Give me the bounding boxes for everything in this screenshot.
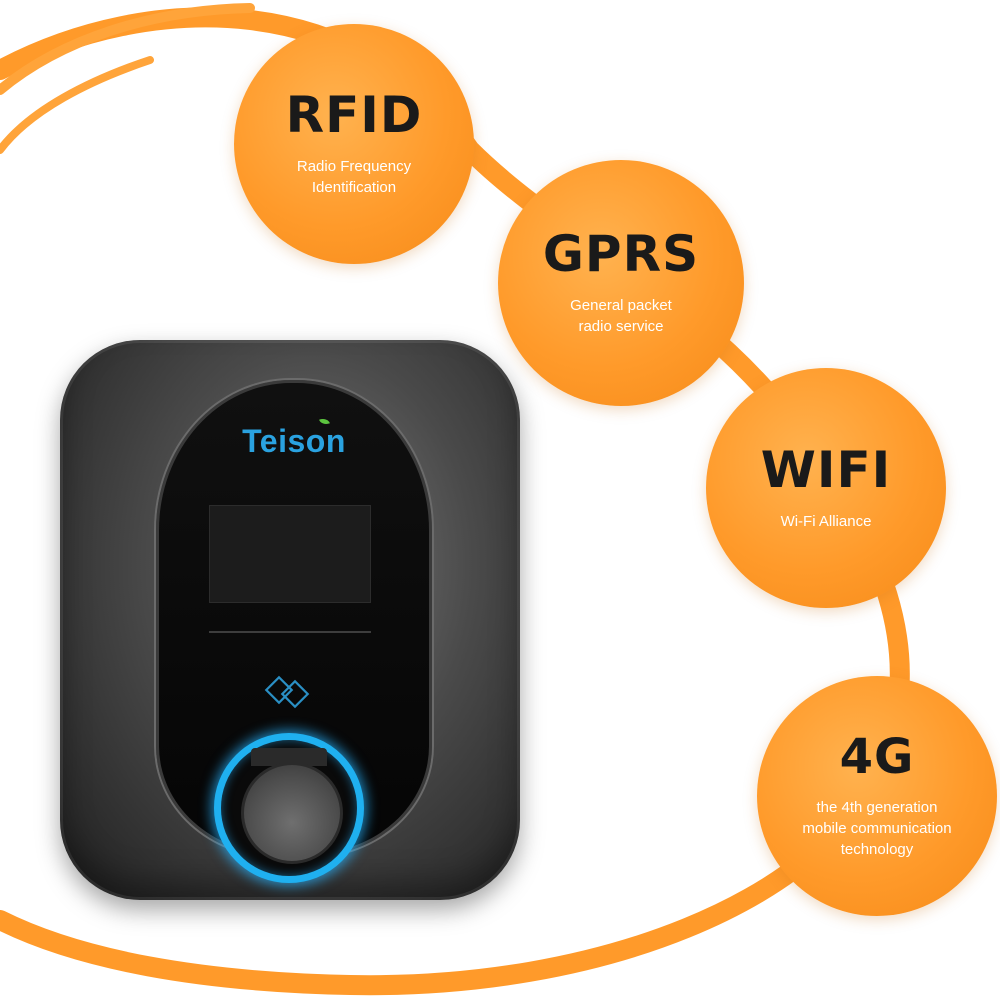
socket-lid (251, 748, 327, 766)
feature-bubble-gprs: GPRS General packet radio service (498, 160, 744, 406)
feature-description: Radio Frequency Identification (296, 158, 412, 196)
feature-code: GPRS (542, 225, 700, 283)
feature-description: General packet radio service (570, 297, 672, 335)
feature-bubble-rfid: RFID Radio Frequency Identification (234, 24, 474, 264)
rfid-card-icon (264, 675, 310, 709)
panel-divider (209, 631, 371, 633)
feature-code: 4G (839, 728, 915, 785)
feature-bubble-wifi: WIFI Wi-Fi Alliance (706, 368, 946, 608)
feature-bubble-4g: 4G the 4th generation mobile communicati… (757, 676, 997, 916)
charging-socket (241, 762, 343, 864)
charger-front-panel: Teison (156, 380, 432, 883)
display-screen (209, 505, 371, 603)
feature-description: Wi-Fi Alliance (780, 512, 872, 530)
feature-code: WIFI (760, 440, 892, 499)
charging-socket-ring (214, 733, 364, 883)
ev-charger-device: Teison (60, 340, 520, 900)
feature-code: RFID (285, 86, 423, 144)
feature-description: the 4th generation mobile communication … (802, 798, 952, 858)
brand-logo: Teison (242, 423, 346, 459)
